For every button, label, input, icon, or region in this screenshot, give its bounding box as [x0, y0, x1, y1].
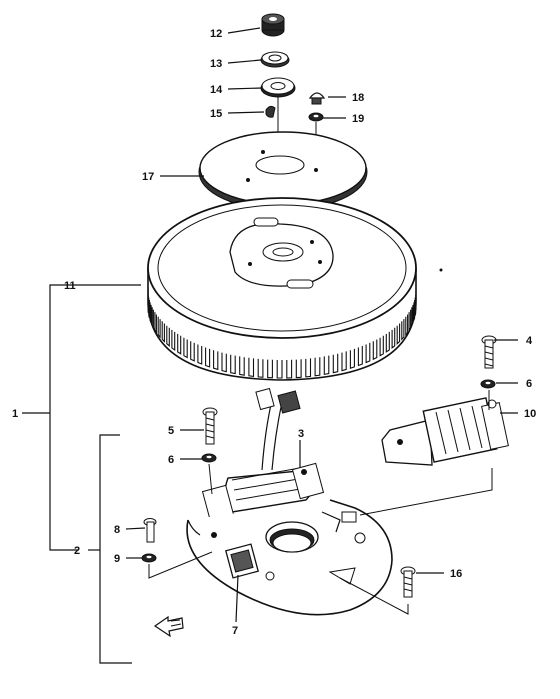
callout-1: 1	[12, 408, 18, 420]
callout-7: 7	[232, 625, 238, 637]
part-10-coil	[381, 397, 509, 466]
part-18-screw	[308, 92, 326, 105]
callout-15: 15	[210, 108, 222, 120]
callout-5: 5	[168, 425, 174, 437]
part-9-washer	[141, 553, 157, 563]
callout-19: 19	[352, 113, 364, 125]
callout-11: 11	[64, 280, 76, 292]
callout-8: 8	[114, 524, 120, 536]
callout-labels: 1 2 3 4 5 6 6 7 8 9 10 11 12 13 14 15 16…	[12, 28, 536, 637]
part-12-nut	[261, 13, 285, 37]
bracket-part-1	[22, 284, 141, 551]
callout-16: 16	[450, 568, 462, 580]
callout-9: 9	[114, 553, 120, 565]
part-16-screw	[400, 566, 416, 598]
part-14-washer	[260, 77, 296, 98]
callout-12: 12	[210, 28, 222, 40]
part-6-washer	[480, 379, 496, 389]
part-11-flywheel	[147, 197, 443, 381]
callout-2: 2	[74, 545, 80, 557]
part-8-screw	[143, 518, 157, 543]
callout-17: 17	[142, 171, 154, 183]
callout-14: 14	[210, 84, 223, 96]
callout-3: 3	[298, 428, 304, 440]
leader-lines	[125, 27, 518, 623]
callout-10: 10	[524, 408, 536, 420]
callout-18: 18	[352, 92, 364, 104]
callout-13: 13	[210, 58, 222, 70]
callout-6-right: 6	[526, 378, 532, 390]
part-13-washer	[260, 51, 290, 68]
bracket-part-2	[88, 434, 132, 664]
front-arrow-icon	[153, 615, 184, 638]
part-5-screw	[202, 407, 218, 445]
callout-4: 4	[526, 335, 533, 347]
part-19-lock-washer	[308, 112, 324, 122]
part-15-key	[265, 105, 276, 118]
part-4-screw	[481, 335, 497, 369]
part-2-base-plate	[186, 499, 393, 616]
part-7-pulser	[225, 543, 259, 579]
part-3-coil	[201, 387, 325, 522]
part-6-washer-lower	[201, 453, 217, 463]
callout-6-left: 6	[168, 454, 174, 466]
